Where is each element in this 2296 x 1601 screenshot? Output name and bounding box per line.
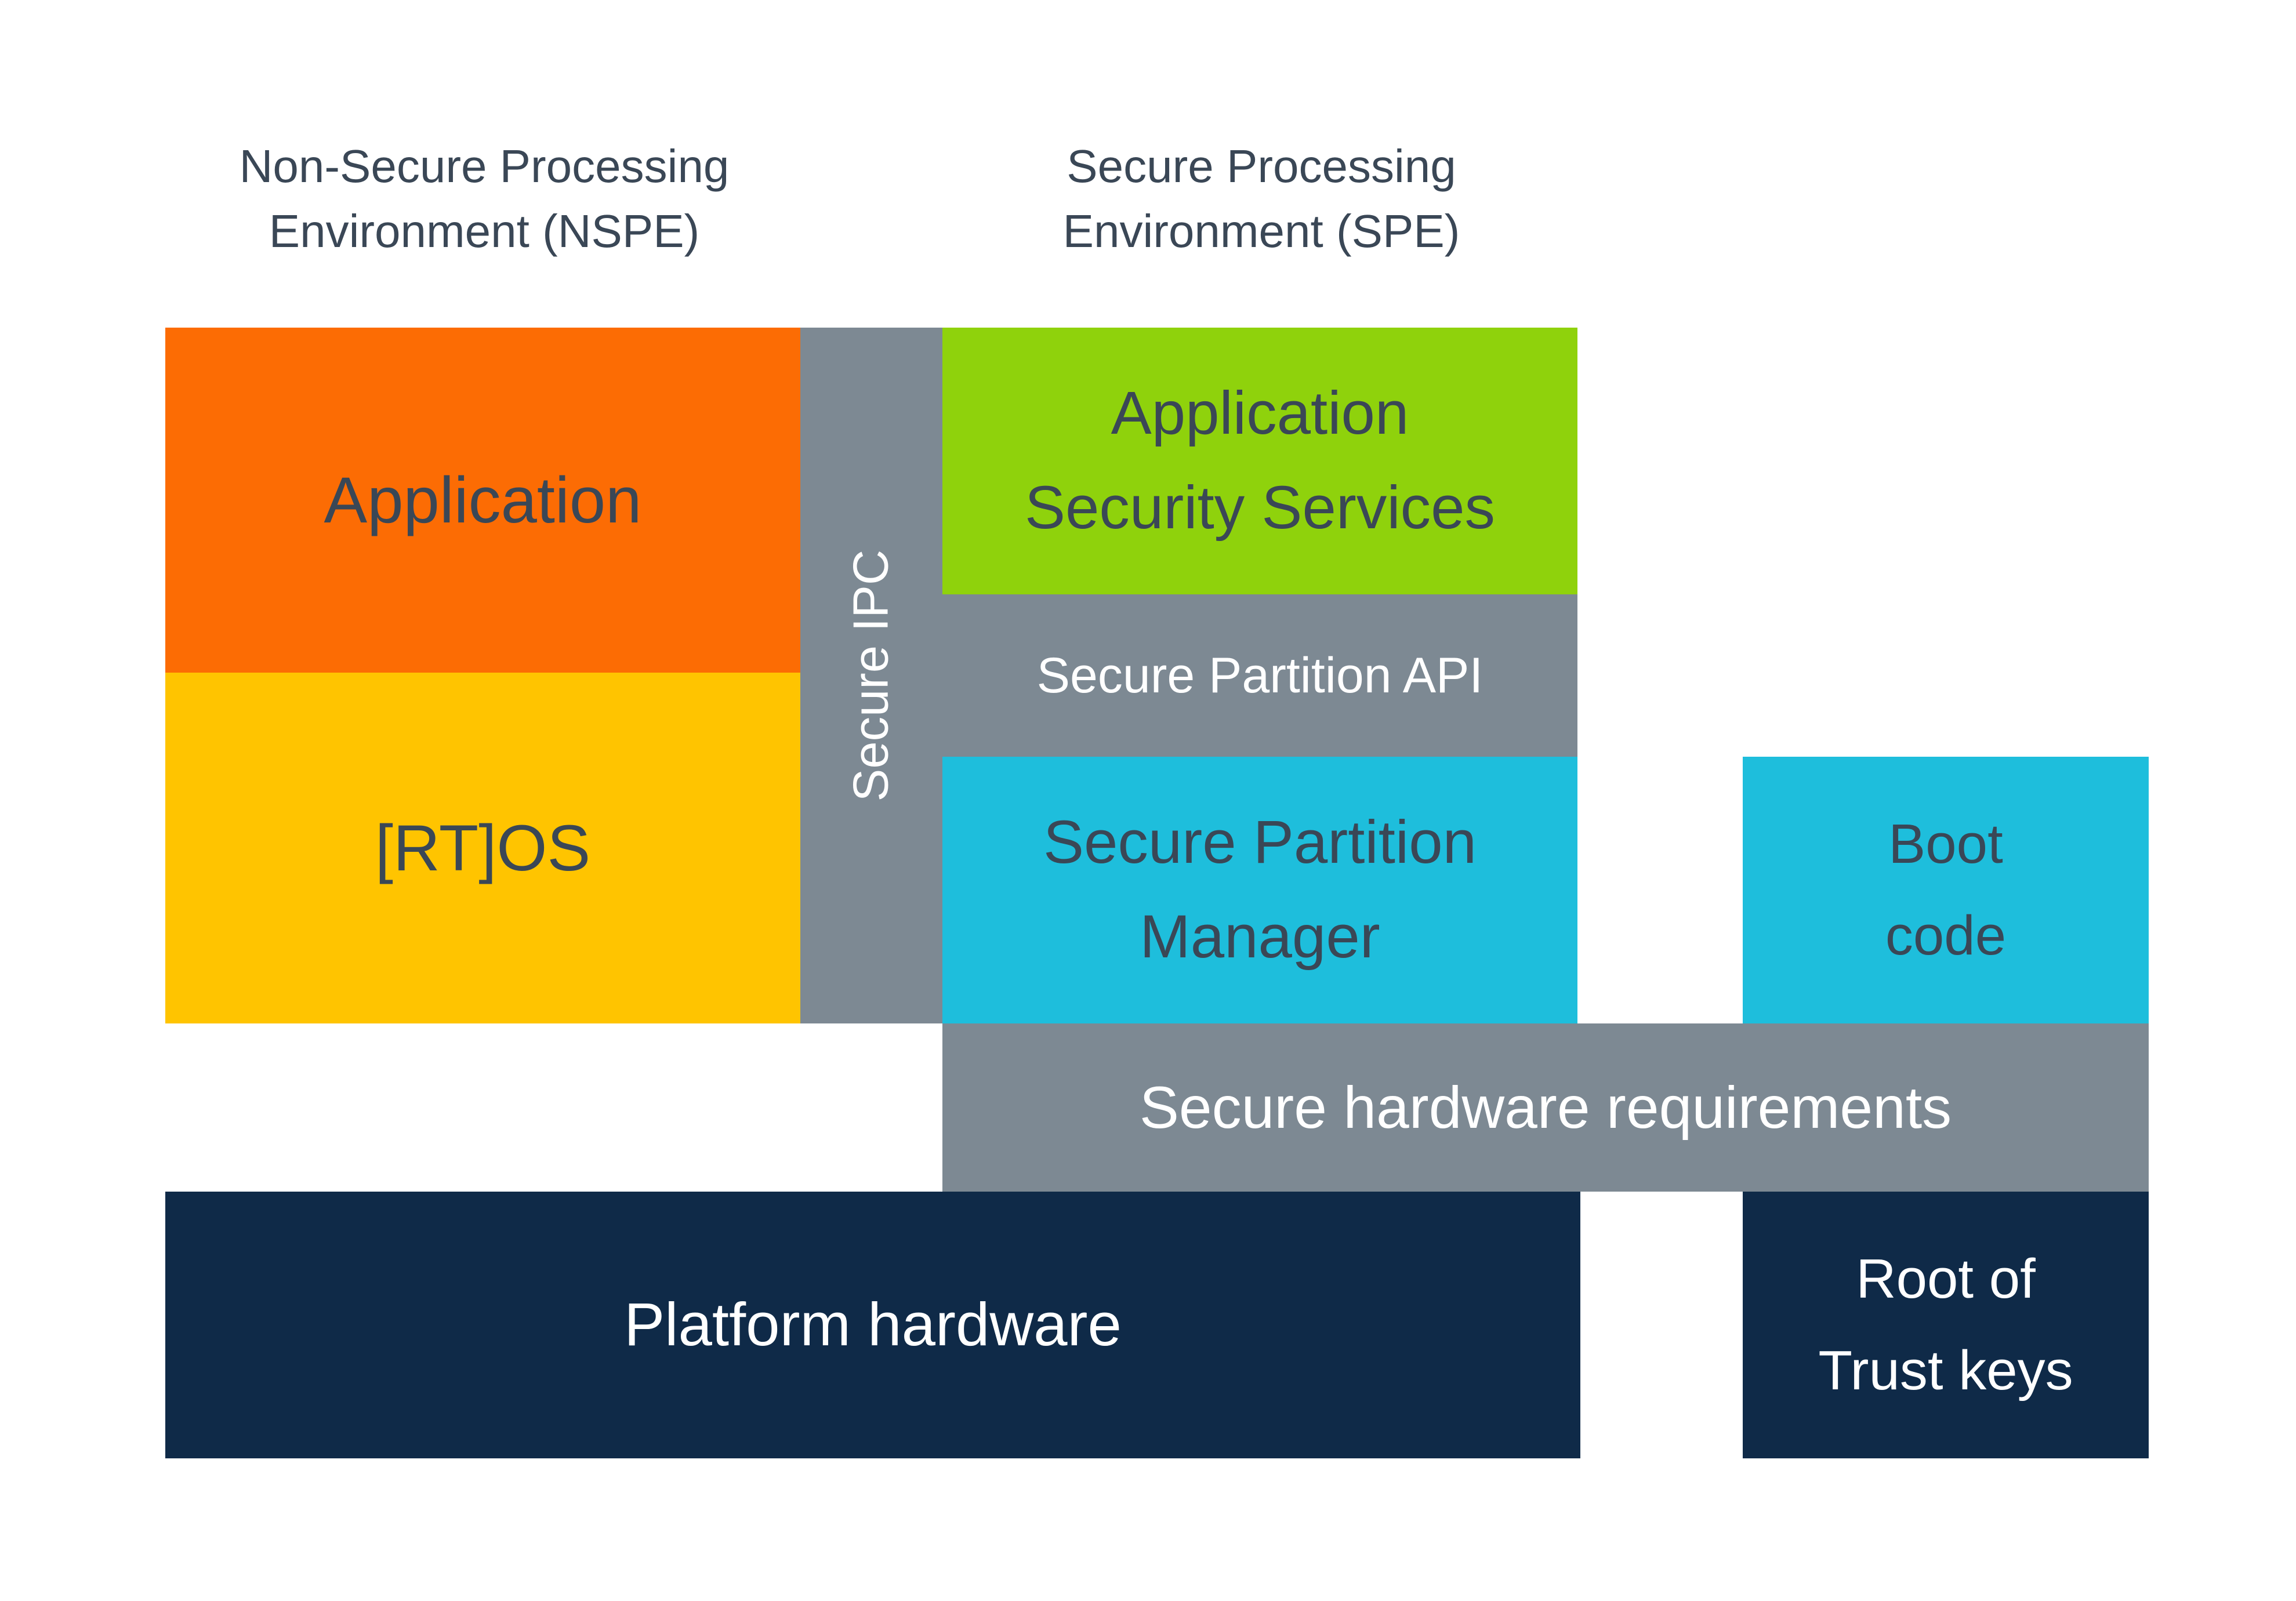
secure-partition-api-label: Secure Partition API: [1036, 647, 1483, 703]
root-of-trust-keys-block: Root of Trust keys: [1743, 1192, 2149, 1458]
application-security-services-block: Application Security Services: [942, 328, 1577, 594]
application-block: Application: [165, 328, 800, 673]
spe-column-header: Secure Processing Environment (SPE): [942, 130, 1580, 267]
spe-header-text: Secure Processing Environment (SPE): [1062, 140, 1460, 257]
secure-ipc-bar: Secure IPC: [800, 328, 942, 1023]
boot-code-label: Boot code: [1885, 812, 2007, 967]
secure-hardware-requirements-label: Secure hardware requirements: [1139, 1074, 1952, 1141]
nspe-header-text: Non-Secure Processing Environment (NSPE): [239, 140, 730, 257]
secure-ipc-label: Secure IPC: [843, 549, 899, 802]
secure-partition-api-block: Secure Partition API: [942, 594, 1577, 757]
application-label: Application: [324, 464, 642, 536]
boot-code-block: Boot code: [1743, 757, 2149, 1023]
platform-hardware-label: Platform hardware: [624, 1291, 1122, 1359]
nspe-column-header: Non-Secure Processing Environment (NSPE): [165, 130, 803, 267]
application-security-services-label: Application Security Services: [1024, 379, 1496, 542]
rtos-label: [RT]OS: [375, 812, 591, 884]
secure-partition-manager-block: Secure Partition Manager: [942, 757, 1577, 1023]
secure-partition-manager-label: Secure Partition Manager: [1043, 808, 1477, 971]
secure-hardware-requirements-bar: Secure hardware requirements: [942, 1023, 2149, 1192]
platform-hardware-block: Platform hardware: [165, 1192, 1580, 1458]
rtos-block: [RT]OS: [165, 673, 800, 1023]
root-of-trust-keys-label: Root of Trust keys: [1818, 1247, 2073, 1402]
